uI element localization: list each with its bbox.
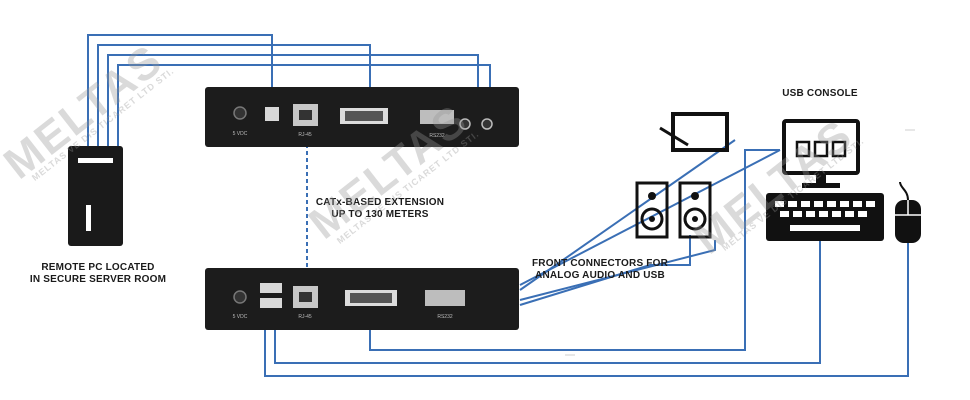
mouse-icon xyxy=(895,181,921,243)
serial-port-icon xyxy=(420,110,454,124)
usb-console-label: USB CONSOLE xyxy=(770,88,870,100)
remote-pc-icon xyxy=(68,146,123,246)
top-rj45-label: RJ-45 xyxy=(298,132,312,138)
cable-dvi-monitor xyxy=(369,149,780,351)
cable-pc-usb xyxy=(97,44,371,150)
power-jack-icon xyxy=(233,106,247,120)
tablet-icon xyxy=(659,112,729,152)
remote-pc-label: REMOTE PC LOCATED IN SECURE SERVER ROOM xyxy=(18,262,178,286)
cable-tablet xyxy=(519,139,736,291)
usb-console-label-text: USB CONSOLE xyxy=(782,88,858,99)
extension-label-line1: CATx-BASED EXTENSION xyxy=(315,197,445,208)
keyboard-icon xyxy=(766,193,884,241)
bottom-rs232-label: RS232 xyxy=(437,314,453,320)
bottom-extender-unit: 5 VDC RJ-45 RS232 xyxy=(205,268,519,330)
top-power-label: 5 VDC xyxy=(233,131,248,137)
speaker-right-icon xyxy=(678,181,712,239)
cable-usb-keyboard xyxy=(274,240,821,364)
cable-front-usb xyxy=(519,240,716,301)
bottom-rj45-label: RJ-45 xyxy=(298,314,312,320)
serial-port-icon xyxy=(425,290,465,306)
cable-pc-video xyxy=(87,34,273,150)
usb-a-port-2-icon xyxy=(260,298,282,308)
audio-jack-2-icon xyxy=(481,118,493,130)
cables xyxy=(87,34,909,377)
top-rs232-label: RS232 xyxy=(429,133,445,139)
extension-label: CATx-BASED EXTENSION UP TO 130 METERS xyxy=(305,197,455,221)
front-connectors-label: FRONT CONNECTORS FOR ANALOG AUDIO AND US… xyxy=(525,258,675,282)
usb-b-port-icon xyxy=(265,107,279,121)
top-extender-unit: 5 VDC RJ-45 RS232 xyxy=(205,87,519,147)
cable-usb-mouse xyxy=(264,243,909,377)
monitor-icon xyxy=(782,119,860,188)
remote-pc-label-line1: REMOTE PC LOCATED xyxy=(41,262,155,273)
front-connectors-label-line2: ANALOG AUDIO AND USB xyxy=(535,270,665,281)
remote-pc-label-line2: IN SECURE SERVER ROOM xyxy=(29,274,167,285)
front-connectors-label-line1: FRONT CONNECTORS FOR xyxy=(531,258,669,269)
power-jack-icon xyxy=(233,290,247,304)
bottom-power-label: 5 VDC xyxy=(233,314,248,320)
extension-label-line2: UP TO 130 METERS xyxy=(331,209,429,220)
speaker-left-icon xyxy=(635,181,669,239)
usb-a-port-1-icon xyxy=(260,283,282,293)
cable-front-audio xyxy=(519,235,691,306)
audio-jack-1-icon xyxy=(459,118,471,130)
